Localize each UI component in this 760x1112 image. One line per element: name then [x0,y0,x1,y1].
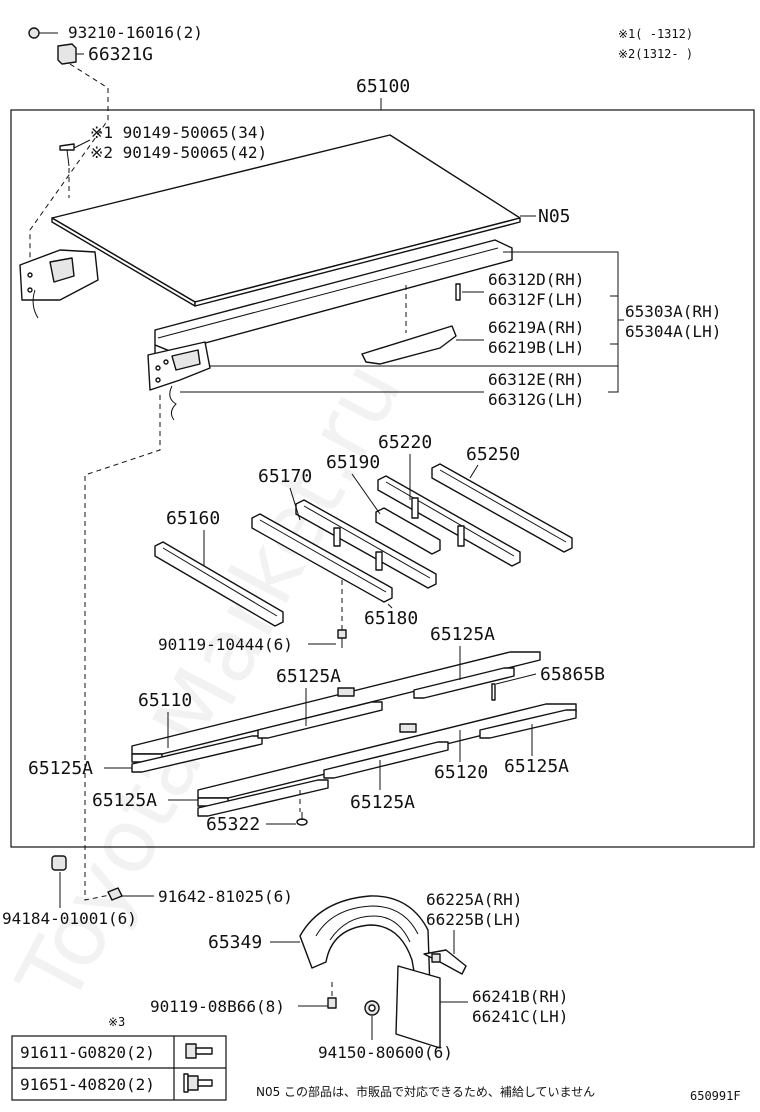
label-65322[interactable]: 65322 [206,814,260,835]
label-65250[interactable]: 65250 [466,444,520,465]
label-66321g[interactable]: 66321G [88,44,153,65]
label-66225b[interactable]: 66225B(LH) [426,910,522,929]
note-2: ※2(1312- ) [618,47,693,61]
brace-66219a[interactable] [361,325,457,365]
label-65303a[interactable]: 65303A(RH) [625,302,721,321]
nut-94150-icon[interactable] [364,1000,380,1016]
sill-segment-65125a-upper-mid[interactable] [257,687,383,739]
label-90119-10444[interactable]: 90119-10444(6) [158,635,293,654]
label-66312f[interactable]: 66312F(LH) [488,290,584,309]
crossmember-65170[interactable] [295,499,437,589]
side-bracket-left[interactable] [19,249,99,319]
label-65120[interactable]: 65120 [434,762,488,783]
bolt-icon [185,1043,213,1059]
label-91642-81025[interactable]: 91642-81025(6) [158,887,293,906]
table-row-1-part[interactable]: 91611-G0820(2) [20,1043,155,1062]
label-65304a[interactable]: 65304A(LH) [625,322,721,341]
table-row-2-part[interactable]: 91651-40820(2) [20,1075,155,1094]
crossmember-65220[interactable] [377,475,521,567]
label-66312g[interactable]: 66312G(LH) [488,390,584,409]
crossmember-65160[interactable] [154,541,284,627]
label-65160[interactable]: 65160 [166,508,220,529]
bracket-66321g-icon[interactable] [57,43,84,65]
label-65190[interactable]: 65190 [326,452,380,473]
assembly-frame [10,109,755,848]
pin-66312d-icon[interactable] [455,283,461,301]
nut-93210-icon[interactable] [28,27,58,39]
spacer-94184-icon[interactable] [51,855,67,871]
label-66312d[interactable]: 66312D(RH) [488,270,584,289]
sill-segment-65125a-upper-right[interactable] [413,667,515,699]
label-65349[interactable]: 65349 [208,932,262,953]
label-94184-01001[interactable]: 94184-01001(6) [2,909,137,928]
label-65110[interactable]: 65110 [138,690,192,711]
parts-table [11,1035,227,1101]
hook-clip-icon[interactable] [169,385,177,421]
sill-65120[interactable] [197,703,577,817]
mudguard-66241b[interactable] [395,965,441,1049]
bolt-90119-10444-icon[interactable] [337,629,347,648]
footer-note-n05: N05 この部品は、市販品で対応できるため、補給していません [256,1084,595,1099]
label-90149-50065-34[interactable]: ※1 90149-50065(34) [90,123,267,142]
label-n05[interactable]: N05 [538,206,571,227]
crossmember-65190[interactable] [375,507,441,555]
pin-65865b-icon[interactable] [491,683,496,701]
label-65220[interactable]: 65220 [378,432,432,453]
deck-board-n05[interactable] [51,134,521,307]
label-90119-08b66[interactable]: 90119-08B66(8) [150,997,285,1016]
bolt-washer-icon [183,1073,213,1093]
screw-90149-icon[interactable] [59,139,91,167]
label-93210-16016[interactable]: 93210-16016(2) [68,23,203,42]
table-note: ※3 [108,1015,125,1029]
label-assembly-65100[interactable]: 65100 [356,76,410,97]
crossmember-65180[interactable] [251,513,393,603]
leader-dash-top [29,63,109,275]
label-65125a-3[interactable]: 65125A [28,758,93,779]
crossmember-65250[interactable] [431,463,573,553]
rivet-65322-icon[interactable] [296,812,308,826]
sill-segment-65125a-lower-mid[interactable] [323,741,449,779]
note-1: ※1( -1312) [618,27,693,41]
sill-segment-65125a-lower-right[interactable] [479,709,577,739]
label-66241b[interactable]: 66241B(RH) [472,987,568,1006]
label-94150-80600[interactable]: 94150-80600(6) [318,1043,453,1062]
label-65170[interactable]: 65170 [258,466,312,487]
figure-code: 650991F [690,1089,741,1103]
label-65125a-2[interactable]: 65125A [276,666,341,687]
label-66219a[interactable]: 66219A(RH) [488,318,584,337]
label-65125a-1[interactable]: 65125A [430,624,495,645]
label-66219b[interactable]: 66219B(LH) [488,338,584,357]
label-66225a[interactable]: 66225A(RH) [426,890,522,909]
label-66312e[interactable]: 66312E(RH) [488,370,584,389]
side-rail-65303a[interactable] [147,239,513,391]
label-65125a-4[interactable]: 65125A [504,756,569,777]
label-65125a-6[interactable]: 65125A [350,792,415,813]
label-90149-50065-42[interactable]: ※2 90149-50065(42) [90,143,267,162]
label-65125a-5[interactable]: 65125A [92,790,157,811]
label-65865b[interactable]: 65865B [540,664,605,685]
label-65180[interactable]: 65180 [364,608,418,629]
bolt-90119-08b66-icon[interactable] [327,997,337,1009]
sill-65110[interactable] [131,651,541,773]
label-66241c[interactable]: 66241C(LH) [472,1007,568,1026]
leader-dash-left [84,395,161,901]
stay-66225a[interactable] [423,949,467,975]
